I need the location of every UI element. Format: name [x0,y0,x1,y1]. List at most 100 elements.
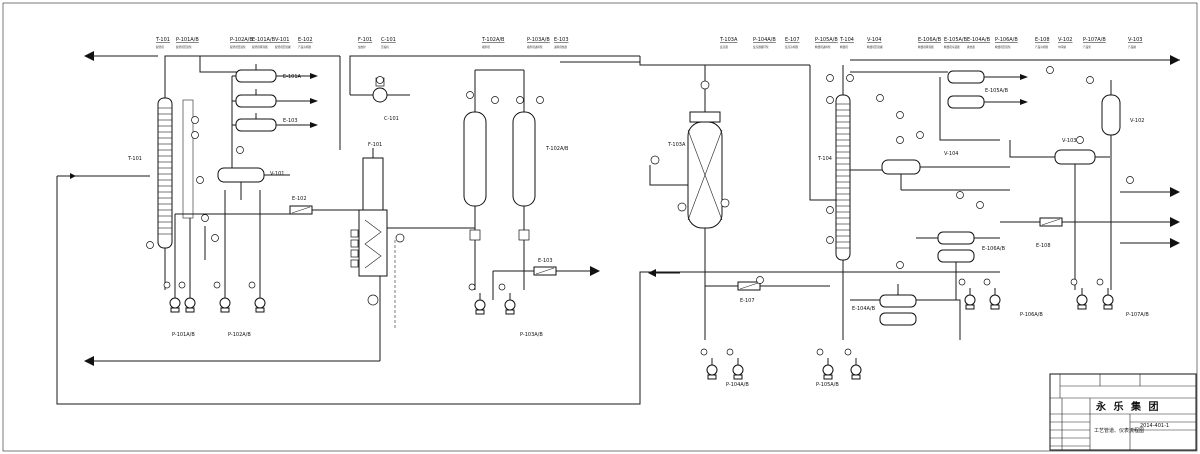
exchanger-e105 [850,59,1180,141]
header-tag-id: E-105A/B [944,37,968,43]
header-tag-id: E-106A/B [918,37,942,43]
header-tag-id: P-103A/B [527,37,550,43]
instrument-bubble [376,76,384,84]
header-tag-desc: 加热炉 [358,45,366,49]
instrument-bubble [846,74,854,82]
instrument-bubble [146,241,154,249]
header-tag-id: F-101 [358,37,372,43]
header-tag-desc: 精馏塔再沸器 [918,45,934,49]
header-tag-id: P-107A/B [1083,37,1106,43]
title-block: 永 乐 集 团 工艺管道、仪表流程图 2014-401-1 [1049,373,1197,451]
pumps-p101 [163,281,266,313]
instrument-bubble [191,116,199,124]
pump-p106b [983,278,1001,310]
instrument-bubble [756,276,764,284]
header-tag-id: C-101 [381,37,396,43]
label-p102: P-102A/B [228,332,251,338]
header-tags: T-101 脱轻塔 P-101A/B 脱轻塔回流泵 P-102A/B 脱轻塔釜液泵 E-10… [155,37,1142,49]
header-tag-desc: 换热器 [967,45,975,49]
instrument-bubble [1126,176,1134,184]
label-p106: P-106A/B [1020,312,1043,318]
inlet-arrows [84,51,380,366]
header-tag-e-108: E-108 产品冷却器 [1035,37,1050,49]
pump-label-layer: P-101A/B P-102A/B P-103A/B P-104A/B P-10… [172,312,1149,388]
header-tag-f-101: F-101 加热炉 [358,37,372,49]
label-e107: E-107 [740,298,755,304]
label-e102: E-102 [292,196,307,202]
drum-v103 [1009,140,1110,290]
header-tag-desc: 脱轻塔 [156,45,164,49]
header-tag-desc: 脱轻塔釜液泵 [230,45,246,49]
outlet-arrow-top-left [84,51,94,61]
header-tag-id: T-101 [155,37,170,43]
header-tag-desc: 产品冷却器 [298,45,311,49]
header-tag-desc: 产品罐 [1128,45,1136,49]
instrument-bubble [201,214,209,222]
header-tag-id: P-105A/B [815,37,838,43]
furnace-controls [367,233,405,361]
header-tag-id: T-103A [719,37,738,43]
header-tag-desc: 脱轻塔再沸器 [252,45,268,49]
exchanger-e103 [492,266,600,300]
instrument-bubble [196,176,204,184]
label-p103: P-103A/B [520,332,543,338]
header-tag-id: P-104A/B [753,37,776,43]
header-tag-desc: 脱轻塔回流泵 [176,45,192,49]
header-tag-id: V-102 [1058,37,1072,43]
label-e103: E-103 [538,258,553,264]
instrument-bubble [466,91,474,99]
label-t103: T-103A [667,142,686,148]
label-e103a: E-103 [283,118,298,124]
pump-p105a [816,348,834,380]
column-t101-internals [182,99,194,219]
pump-p102b [248,281,266,313]
header-tag-id: E-107 [785,37,800,43]
drawing-number: 2014-401-1 [1140,423,1169,429]
header-tag-desc: 脱轻塔回流罐 [275,45,291,49]
pump-p104b [726,348,744,380]
header-tag-p-102a/b: P-102A/B 脱轻塔釜液泵 [230,37,253,49]
header-tag-c-101: C-101 压缩机 [381,37,396,49]
header-tag-id: P-101A/B [176,37,199,43]
header-tag-v-102: V-102 中间罐 [1058,37,1072,49]
header-tag-desc: 精馏塔冷凝器 [944,45,960,49]
instrument-bubble [896,111,904,119]
pump-p103a [468,283,486,315]
header-tag-id: E-103 [554,37,569,43]
header-tag-p-107a/b: P-107A/B 产品泵 [1083,37,1106,49]
header-tag-id: V-103 [1128,37,1142,43]
label-p105: P-105A/B [816,382,839,388]
label-v103: V-103 [1062,138,1076,144]
drum-v102 [1101,80,1121,290]
header-tag-id: P-106A/B [995,37,1018,43]
header-tag-id: P-102A/B [230,37,253,43]
header-tag-id: E-108 [1035,37,1050,43]
header-tag-desc: 吸附塔进料泵 [527,45,543,49]
header-tag-desc: 中间罐 [1058,45,1066,49]
header-tag-desc: 反应冷却器 [785,45,798,49]
pump-p106a [958,278,976,310]
pump-p107a [1070,278,1088,310]
instrument-bubble [1086,76,1094,84]
label-f101: F-101 [368,142,382,148]
exchanger-e104 [850,284,961,340]
reactor-t103 [649,65,730,340]
instrument-bubbles [146,66,1134,284]
instrument-bubble [826,236,834,244]
header-tag-desc: 进料预热器 [554,45,567,49]
header-tag-desc: 产品冷却器 [1035,45,1048,49]
header-tag-desc: 压缩机 [381,45,389,49]
label-e108: E-108 [1036,243,1051,249]
pump-p107b [1096,278,1114,310]
exchanger-e107 [705,281,830,291]
pump-p104a [700,348,718,380]
pump-p101a [163,281,181,313]
header-tag-desc: 产品泵 [1083,45,1091,49]
company-name: 永 乐 集 团 [1095,400,1160,413]
